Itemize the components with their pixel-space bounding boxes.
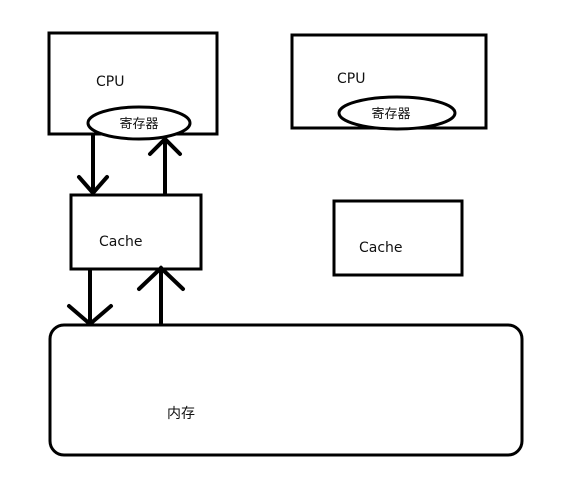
right-cache: Cache — [332, 199, 464, 277]
memory-box — [48, 323, 524, 457]
right-cache-label: Cache — [359, 240, 403, 256]
left-cache-box — [69, 193, 203, 271]
memory: 内存 — [48, 323, 524, 457]
left-cpu-label: CPU — [96, 74, 124, 90]
cpu-to-cache-arrow — [77, 133, 109, 197]
right-cache-box — [332, 199, 464, 277]
cache-to-cpu-arrow — [148, 136, 182, 195]
right-register: 寄存器 — [337, 95, 457, 131]
memory-label: 内存 — [167, 406, 195, 422]
memory-to-cache-arrow — [137, 265, 185, 327]
left-register-ellipse — [86, 105, 192, 141]
left-cache-label: Cache — [99, 234, 143, 250]
right-register-ellipse — [337, 95, 457, 131]
left-register-label: 寄存器 — [119, 116, 158, 132]
right-register-label: 寄存器 — [371, 106, 410, 122]
left-register: 寄存器 — [86, 105, 192, 141]
cache-to-memory-arrow — [67, 268, 113, 327]
right-cpu-label: CPU — [337, 71, 365, 87]
left-cache: Cache — [69, 193, 203, 271]
